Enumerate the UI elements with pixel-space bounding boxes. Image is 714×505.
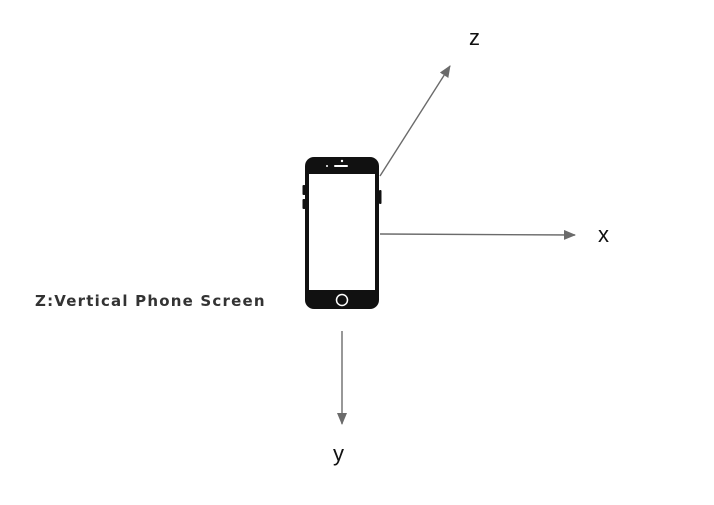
phone-screen [309, 174, 375, 290]
diagram-caption: Z:Vertical Phone Screen [35, 292, 266, 310]
smartphone-icon [302, 157, 382, 309]
z-axis-arrow [379, 65, 451, 177]
x-axis-arrow [379, 229, 576, 240]
z-axis-label: z [469, 25, 480, 50]
phone-home-button [335, 293, 349, 307]
y-axis-label: y [333, 441, 344, 466]
x-axis-label: x [598, 222, 609, 247]
